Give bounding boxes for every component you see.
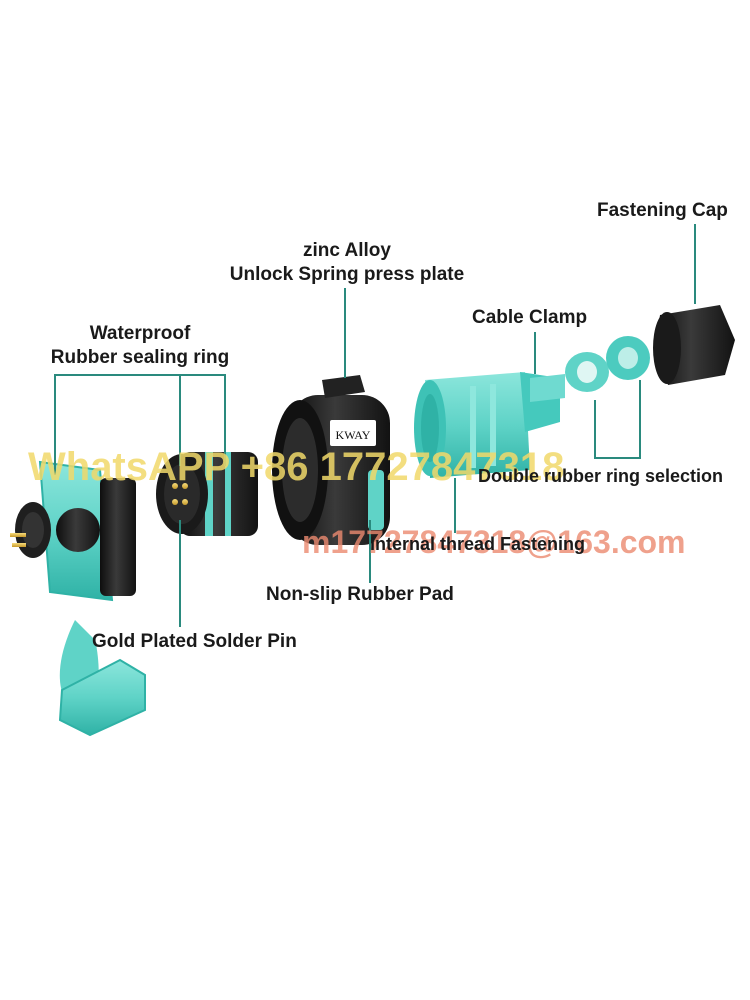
watermark-email: m17727847318@163.com (302, 524, 686, 560)
fastening-cap (653, 305, 735, 385)
lock-coupling: KWAY (272, 375, 390, 545)
label-zinc-alloy-line1: zinc Alloy (303, 240, 391, 261)
male-plug (156, 452, 258, 536)
label-non-slip-pad: Non-slip Rubber Pad (266, 584, 454, 605)
rubber-rings (565, 336, 650, 392)
label-fastening-cap: Fastening Cap (597, 200, 728, 221)
label-waterproof-line1: Waterproof (89, 323, 191, 344)
label-cable-clamp: Cable Clamp (472, 307, 588, 328)
kway-logo: KWAY (336, 428, 371, 442)
leader-lines (54, 224, 696, 627)
watermark-whatsapp: WhatsAPP +86 17727847318 (28, 445, 565, 489)
label-internal-thread: Internal thread Fastening (370, 534, 586, 554)
label-gold-pin: Gold Plated Solder Pin (92, 631, 297, 652)
panel-socket (10, 460, 146, 737)
label-double-rubber-ring: Double rubber ring selection (478, 466, 724, 486)
threaded-housing (414, 372, 565, 478)
label-zinc-alloy-line2: Unlock Spring press plate (229, 264, 465, 285)
label-waterproof-line2: Rubber sealing ring (50, 347, 230, 368)
